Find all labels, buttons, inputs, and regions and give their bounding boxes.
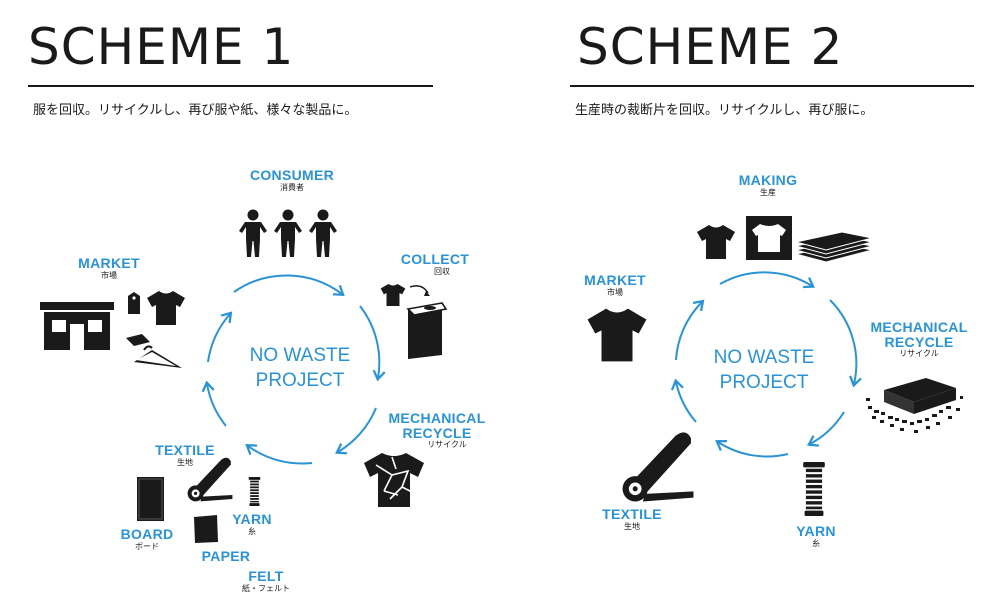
scheme2-subtitle: 生産時の裁断片を回収。リサイクルし、再び服に。 xyxy=(575,103,874,118)
scheme1-center-line2: PROJECT xyxy=(255,369,345,391)
tshirt-icon xyxy=(147,291,185,325)
shredded-fabric-icon xyxy=(364,453,424,507)
scheme1-title: SCHEME 1 xyxy=(28,18,295,76)
scheme2-center-label: NO WASTE PROJECT xyxy=(684,346,844,395)
textile-jp-label: 生地 xyxy=(624,521,640,531)
making-jp-label: 生産 xyxy=(760,187,776,197)
recycle-label: RECYCLE xyxy=(402,424,472,441)
scheme1-node-board: BOARD ボード xyxy=(112,527,182,551)
people-icon xyxy=(239,209,337,257)
scheme2-node-making: MAKING 生産 xyxy=(718,173,818,197)
market-jp-label: 市場 xyxy=(607,287,623,297)
felt-jp-label: 紙・フェルト xyxy=(242,583,290,593)
scheme1-center-line1: NO WASTE xyxy=(249,345,351,366)
collect-label: COLLECT xyxy=(400,251,470,267)
folded-shirt-icon xyxy=(746,216,792,260)
scheme2-node-yarn: YARN 糸 xyxy=(786,524,846,548)
collect-jp-label: 回収 xyxy=(434,266,450,276)
fabric-roll-icon xyxy=(187,457,233,502)
paper-label: PAPER xyxy=(201,548,251,564)
consumer-label: CONSUMER xyxy=(249,167,335,183)
scheme2-cycle-ring xyxy=(670,271,862,458)
fiber-pile-icon xyxy=(866,378,963,433)
yarn-label: YARN xyxy=(232,511,272,527)
making-label: MAKING xyxy=(738,172,798,188)
yarn-spool-icon xyxy=(803,462,825,516)
scheme1-node-consumer: CONSUMER 消費者 xyxy=(232,168,352,192)
price-tag-icon xyxy=(128,292,140,314)
board-icon xyxy=(137,477,164,521)
mechanical-jp-label: リサイクル xyxy=(427,440,467,450)
board-label: BOARD xyxy=(120,526,174,542)
stacked-shirts-icon xyxy=(795,231,873,263)
recycle-label: RECYCLE xyxy=(884,333,954,350)
scheme1-node-yarn: YARN 糸 xyxy=(222,512,282,536)
making-icons-group xyxy=(697,216,873,263)
folded-shirt-icon xyxy=(126,334,150,346)
scheme1-node-collect: COLLECT 回収 xyxy=(390,252,480,276)
market-label: MARKET xyxy=(78,255,140,271)
fabric-roll-icon xyxy=(622,432,694,502)
tshirt-icon xyxy=(697,225,735,259)
scheme2-node-mechanical-recycle: MECHANICAL RECYCLE リサイクル xyxy=(860,320,978,359)
consumer-jp-label: 消費者 xyxy=(280,182,304,192)
yarn-label: YARN xyxy=(796,523,836,539)
scheme1-node-felt: FELT 紙・フェルト xyxy=(226,569,306,593)
scheme2-title: SCHEME 2 xyxy=(577,18,844,76)
hanger-icon xyxy=(134,345,182,368)
scheme1-center-label: NO WASTE PROJECT xyxy=(220,344,380,393)
scheme1-cycle-ring xyxy=(201,274,386,465)
paper-felt-icon xyxy=(194,515,218,543)
mechanical-label: MECHANICAL xyxy=(870,319,968,335)
scheme1-node-market: MARKET 市場 xyxy=(66,256,152,280)
market-label: MARKET xyxy=(584,272,646,288)
market-icons-group xyxy=(40,291,185,368)
yarn-jp-label: 糸 xyxy=(248,526,256,536)
scheme1-subtitle: 服を回収。リサイクルし、再び服や紙、様々な製品に。 xyxy=(33,103,358,118)
scheme2-center-line2: PROJECT xyxy=(719,371,809,393)
scheme2-center-line1: NO WASTE xyxy=(713,347,815,368)
felt-label: FELT xyxy=(248,568,284,584)
scheme2-node-market: MARKET 市場 xyxy=(570,273,660,297)
yarn-jp-label: 糸 xyxy=(812,538,820,548)
textile-jp-label: 生地 xyxy=(177,457,193,467)
textile-label: TEXTILE xyxy=(155,442,215,458)
yarn-spool-icon xyxy=(248,477,261,506)
scheme2-divider xyxy=(570,85,974,87)
market-jp-label: 市場 xyxy=(101,270,117,280)
tshirt-icon xyxy=(587,308,647,362)
scheme1-node-paper: PAPER xyxy=(186,549,266,564)
scheme1-node-mechanical-recycle: MECHANICAL RECYCLE リサイクル xyxy=(378,411,496,450)
scheme2-node-textile: TEXTILE 生地 xyxy=(592,507,672,531)
scheme1-node-textile: TEXTILE 生地 xyxy=(145,443,225,467)
textile-label: TEXTILE xyxy=(602,506,662,522)
board-jp-label: ボード xyxy=(135,541,159,551)
scheme1-divider xyxy=(28,85,433,87)
store-icon xyxy=(40,302,114,350)
mechanical-label: MECHANICAL xyxy=(388,410,486,426)
mechanical-jp-label: リサイクル xyxy=(899,349,939,359)
collection-bin-icon xyxy=(380,283,448,359)
